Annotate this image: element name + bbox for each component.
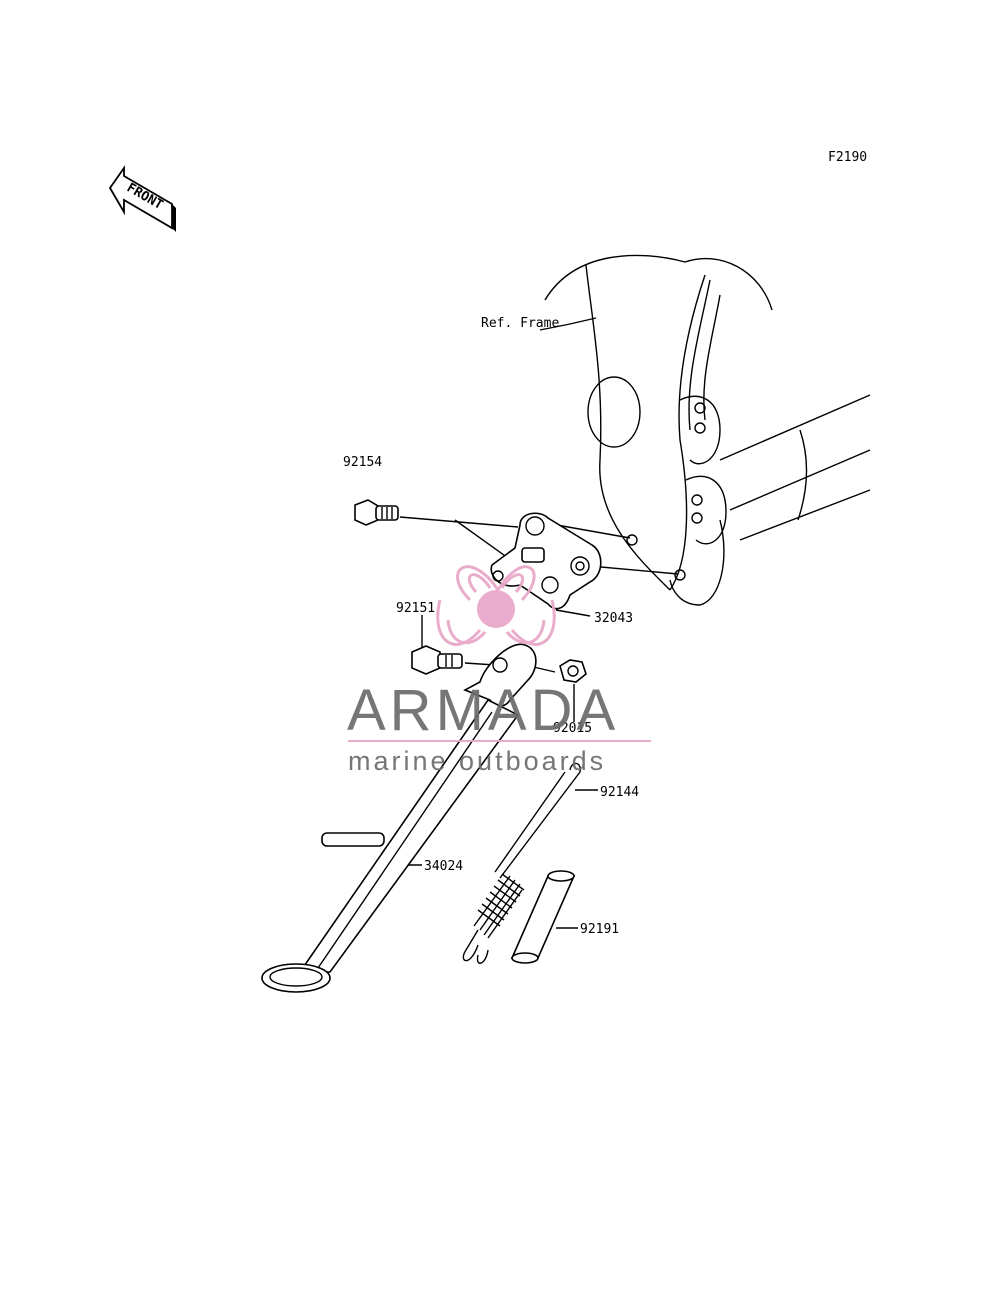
part-label-34024: 34024 bbox=[424, 859, 463, 874]
watermark-brand: ARMADA bbox=[347, 678, 619, 743]
part-label-92015: 92015 bbox=[553, 721, 592, 736]
bracket-32043-illustration bbox=[490, 512, 602, 610]
watermark: ARMADA marine outboards bbox=[347, 565, 651, 776]
part-label-32043: 32043 bbox=[594, 611, 633, 626]
side-stand-34024-illustration bbox=[261, 643, 537, 993]
part-label-92191: 92191 bbox=[580, 922, 619, 937]
figure-code: F2190 bbox=[828, 150, 867, 165]
ref-frame-label: Ref. Frame bbox=[481, 316, 559, 331]
armada-logo-icon bbox=[436, 565, 556, 646]
watermark-tagline: marine outboards bbox=[348, 746, 606, 776]
bolt-92154-illustration bbox=[354, 499, 399, 526]
sleeve-92191-illustration bbox=[510, 870, 576, 964]
spring-92144-illustration bbox=[462, 762, 581, 964]
nut-92015-illustration bbox=[559, 659, 587, 683]
part-label-92151: 92151 bbox=[396, 601, 435, 616]
bolt-92151-illustration bbox=[411, 645, 463, 675]
frame-illustration bbox=[539, 254, 871, 606]
front-arrow-icon: FRONT bbox=[108, 165, 176, 232]
part-label-92144: 92144 bbox=[600, 785, 639, 800]
part-label-92154: 92154 bbox=[343, 455, 382, 470]
